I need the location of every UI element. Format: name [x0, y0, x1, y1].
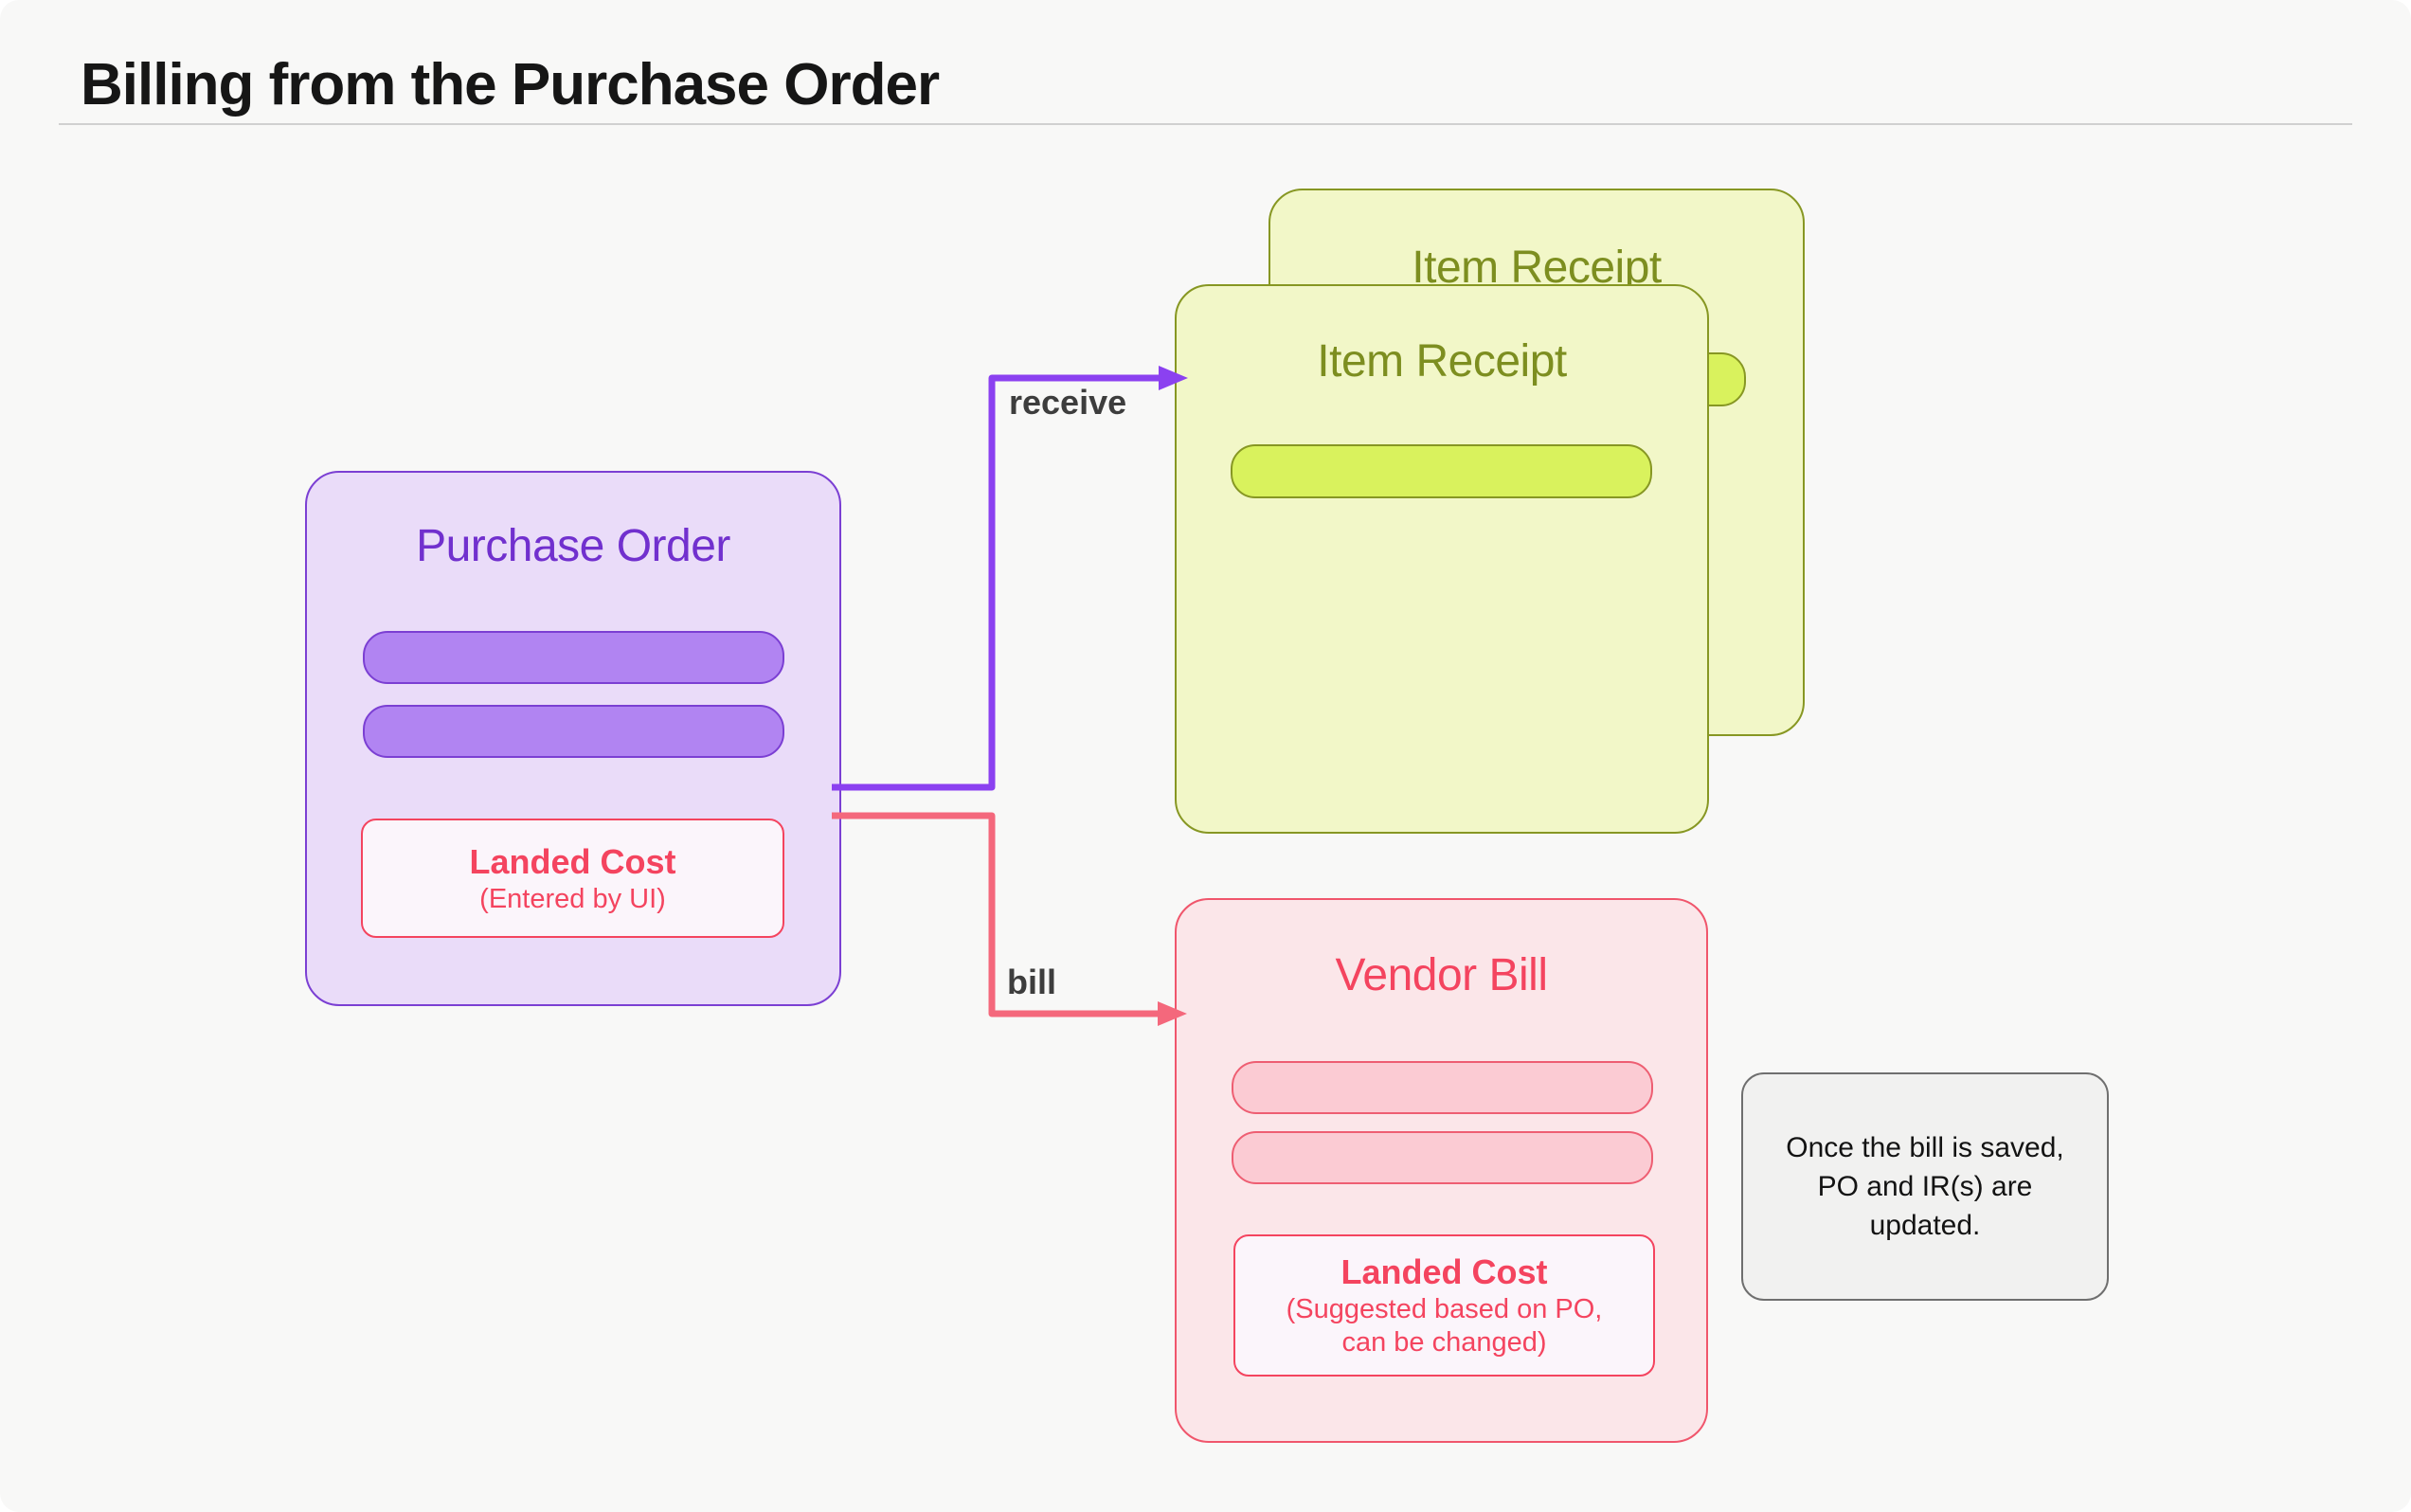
- note-text: updated.: [1869, 1210, 1981, 1241]
- bill-arrow-line: [832, 812, 1158, 1017]
- landed-cost-subtitle: can be changed): [1341, 1327, 1547, 1358]
- item-receipt-front-title: Item Receipt: [1317, 336, 1567, 387]
- vendor-bill-field-bar: [1232, 1061, 1653, 1114]
- landed-cost-subtitle: (Suggested based on PO,: [1286, 1294, 1603, 1324]
- header-divider: [59, 123, 2352, 125]
- vendor-bill-node: Vendor Bill Landed Cost (Suggested based…: [1175, 898, 1708, 1443]
- landed-cost-title: Landed Cost: [1340, 1252, 1548, 1291]
- note-text: Once the bill is saved,: [1786, 1132, 2064, 1163]
- receive-arrow-line: [832, 374, 1159, 791]
- page-title: Billing from the Purchase Order: [81, 52, 940, 117]
- purchase-order-node: Purchase Order Landed Cost (Entered by U…: [305, 471, 841, 1006]
- vendor-bill-title: Vendor Bill: [1335, 950, 1548, 1000]
- landed-cost-title: Landed Cost: [469, 841, 676, 881]
- vendor-bill-landed-cost-card: Landed Cost (Suggested based on PO, can …: [1233, 1234, 1655, 1377]
- vendor-bill-field-bar: [1232, 1131, 1653, 1184]
- purchase-order-field-bar: [363, 705, 784, 758]
- note-text: PO and IR(s) are: [1817, 1171, 2033, 1202]
- bill-edge-label: bill: [1007, 963, 1056, 1001]
- purchase-order-title: Purchase Order: [416, 521, 730, 571]
- landed-cost-subtitle: (Entered by UI): [479, 883, 666, 914]
- purchase-order-landed-cost-card: Landed Cost (Entered by UI): [361, 819, 784, 938]
- receive-edge-label: receive: [1009, 383, 1127, 422]
- item-receipt-front-node: Item Receipt: [1175, 284, 1709, 834]
- item-receipt-front-field-bar: [1231, 444, 1652, 498]
- purchase-order-field-bar: [363, 631, 784, 684]
- note-card: Once the bill is saved, PO and IR(s) are…: [1741, 1072, 2109, 1301]
